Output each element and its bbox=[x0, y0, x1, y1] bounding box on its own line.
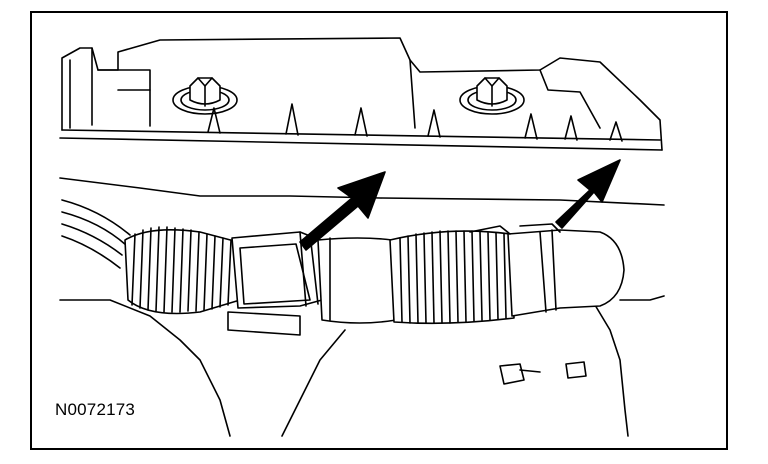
conduit-middle bbox=[317, 237, 397, 324]
arrow-icon bbox=[299, 171, 386, 251]
bolt-icon bbox=[172, 77, 238, 115]
engine-body bbox=[59, 177, 665, 437]
connector-right bbox=[469, 223, 625, 317]
figure-frame bbox=[30, 11, 728, 450]
arrow-icon bbox=[555, 159, 621, 229]
bolt-icon bbox=[565, 361, 587, 379]
figure-id-label: N0072173 bbox=[55, 400, 136, 419]
conduit-corrugated bbox=[389, 230, 515, 325]
bolt-icon bbox=[459, 77, 525, 115]
upper-housing bbox=[59, 37, 663, 151]
conduit-left bbox=[124, 226, 241, 315]
wires bbox=[61, 199, 131, 269]
connector-left bbox=[227, 231, 323, 336]
bolt-icon bbox=[499, 363, 541, 385]
